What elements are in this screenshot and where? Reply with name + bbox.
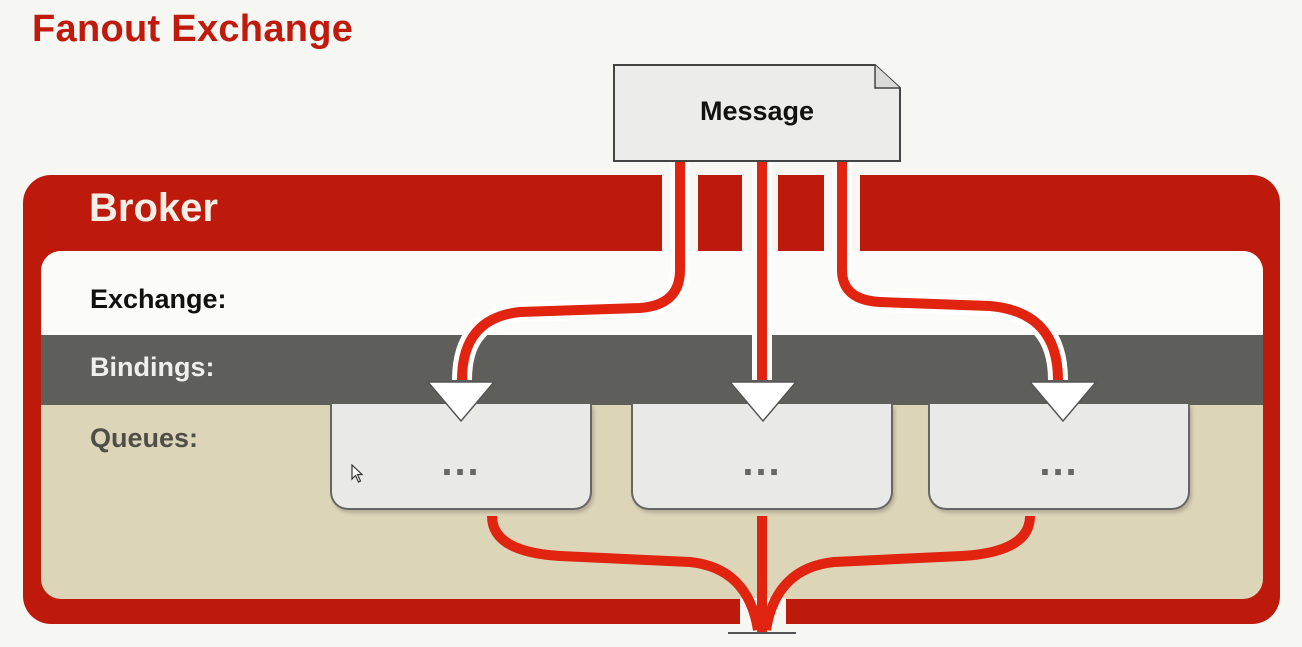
mouse-cursor-icon [351, 464, 364, 483]
diagram-title: Fanout Exchange [32, 8, 354, 50]
broker-label: Broker [89, 186, 218, 230]
message-page-fold [874, 65, 900, 89]
queues-row-label: Queues: [90, 423, 199, 453]
merge-line-1 [487, 515, 763, 631]
arrow-to-queue-1 [457, 160, 685, 381]
arrow-to-queue-3 [837, 160, 1063, 381]
queue-box-3: ... [928, 404, 1190, 510]
queue-box-2: ... [631, 404, 893, 510]
binding-triangle-2 [728, 381, 798, 423]
message-box [613, 64, 901, 162]
queue-3-label: ... [1039, 440, 1079, 484]
merge-line-3 [761, 515, 1035, 631]
message-label: Message [699, 96, 815, 126]
exchange-band [41, 251, 1263, 335]
exchange-row-label: Exchange: [90, 284, 227, 314]
bindings-row-label: Bindings: [90, 352, 215, 382]
queue-2-label: ... [742, 440, 782, 484]
binding-triangle-1 [426, 381, 496, 423]
binding-triangle-3 [1028, 381, 1098, 423]
queue-1-label: ... [441, 440, 481, 484]
